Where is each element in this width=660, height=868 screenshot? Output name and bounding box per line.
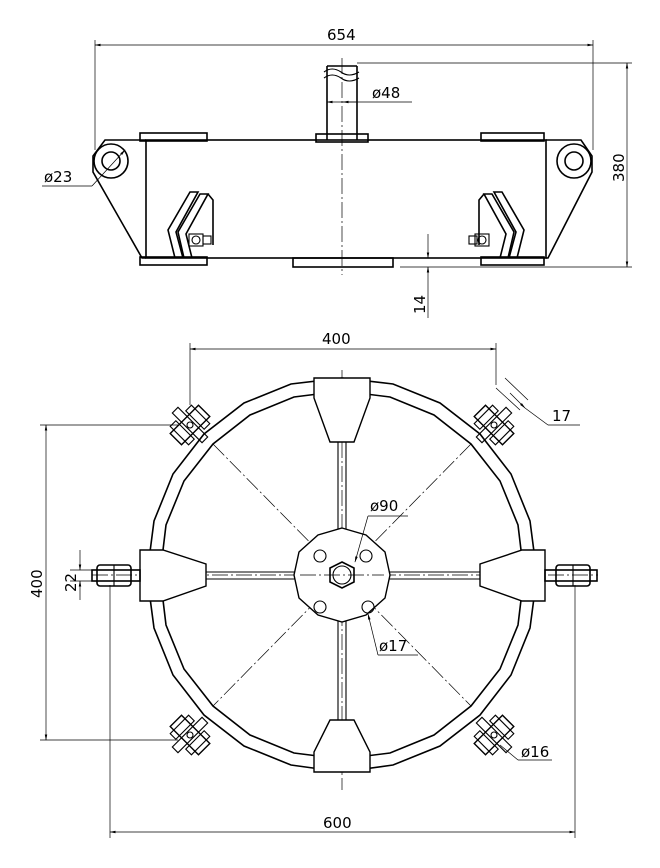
clamp-bottom-right xyxy=(473,714,515,756)
top-pad-left xyxy=(139,132,208,142)
dim-height: 380 xyxy=(610,153,628,182)
lug-left xyxy=(93,143,129,179)
hub xyxy=(293,527,391,623)
clamp-bottom-left xyxy=(169,714,211,756)
dim-lug-hole: ø23 xyxy=(44,168,72,186)
dim-hub-diameter: ø90 xyxy=(370,497,398,515)
dim-bolt-diameter: ø16 xyxy=(521,743,549,761)
top-pad-right xyxy=(480,132,545,142)
dim-vertical-span: 400 xyxy=(28,569,46,598)
dim-clamp-width: 17 xyxy=(552,407,571,425)
clamp-left xyxy=(167,191,214,259)
front-dimensions: 654 380 ø48 ø23 14 xyxy=(42,26,632,318)
dim-overall-width: 654 xyxy=(327,26,356,44)
right-wing xyxy=(546,139,593,259)
dim-base-offset: 14 xyxy=(411,295,429,314)
dim-shaft-diameter: ø48 xyxy=(372,84,400,102)
bottom-pad-left xyxy=(139,256,208,266)
left-wing xyxy=(92,139,146,259)
dim-lug-thickness: 22 xyxy=(62,573,80,592)
clamp-top-left xyxy=(169,404,211,446)
dim-ring-width: 600 xyxy=(323,814,352,832)
front-view xyxy=(92,58,593,275)
dim-hub-hole: ø17 xyxy=(379,637,407,655)
bracket-bottom xyxy=(313,719,371,773)
clamp-right xyxy=(468,191,525,259)
lug-right xyxy=(556,143,592,179)
side-lug-left xyxy=(91,564,141,587)
dim-bolt-span: 400 xyxy=(322,330,351,348)
bracket-right xyxy=(479,549,546,602)
bracket-top xyxy=(313,377,371,443)
base-plate xyxy=(292,257,394,268)
top-dimensions: 400 17 400 22 ø90 ø17 ø16 xyxy=(28,330,580,838)
clamp-top-right xyxy=(473,404,515,446)
bracket-left xyxy=(139,549,207,602)
top-view xyxy=(91,370,598,790)
bottom-pad-right xyxy=(480,256,545,266)
side-lug-right xyxy=(544,564,598,587)
